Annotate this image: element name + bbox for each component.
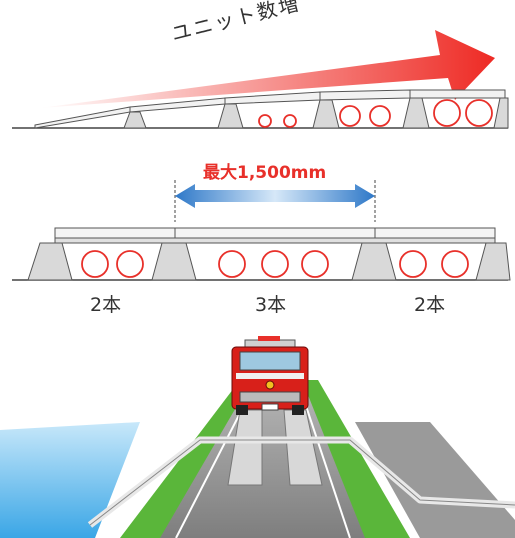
pipe-circles-top: [258, 99, 493, 128]
unit-supports: [27, 242, 511, 281]
water: [0, 422, 140, 538]
ramp-supports: [123, 97, 509, 129]
right-pavement: [355, 422, 515, 538]
top-panel: [12, 30, 509, 129]
fire-truck-icon: [231, 336, 309, 415]
bottom-panel: [0, 336, 515, 538]
unit-count-right: 2本: [414, 294, 446, 316]
unit-deck: [54, 227, 496, 244]
unit-count-left: 2本: [90, 294, 122, 316]
ramp-right: [283, 409, 323, 486]
max-span-label: 最大1,500mm: [203, 163, 327, 183]
increase-arrow-icon: [40, 30, 495, 108]
grass-right: [300, 380, 410, 538]
grass-left: [120, 380, 255, 538]
middle-panel: [12, 180, 511, 281]
pipe-circles-middle: [81, 250, 469, 278]
unit-count-center: 3本: [255, 294, 287, 316]
dimension-arrow-icon: [174, 180, 376, 222]
